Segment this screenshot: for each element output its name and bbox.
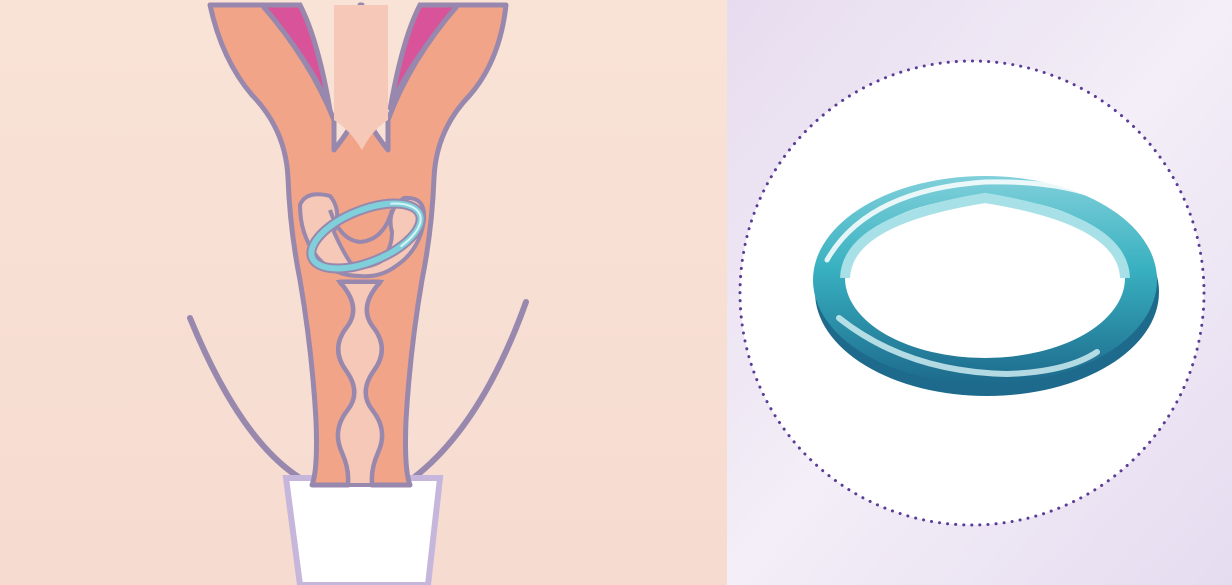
- anatomy-illustration: [0, 0, 727, 585]
- anatomy-panel: [0, 0, 727, 585]
- product-panel: [727, 0, 1232, 585]
- applicator: [286, 478, 440, 585]
- product-illustration: [727, 0, 1232, 585]
